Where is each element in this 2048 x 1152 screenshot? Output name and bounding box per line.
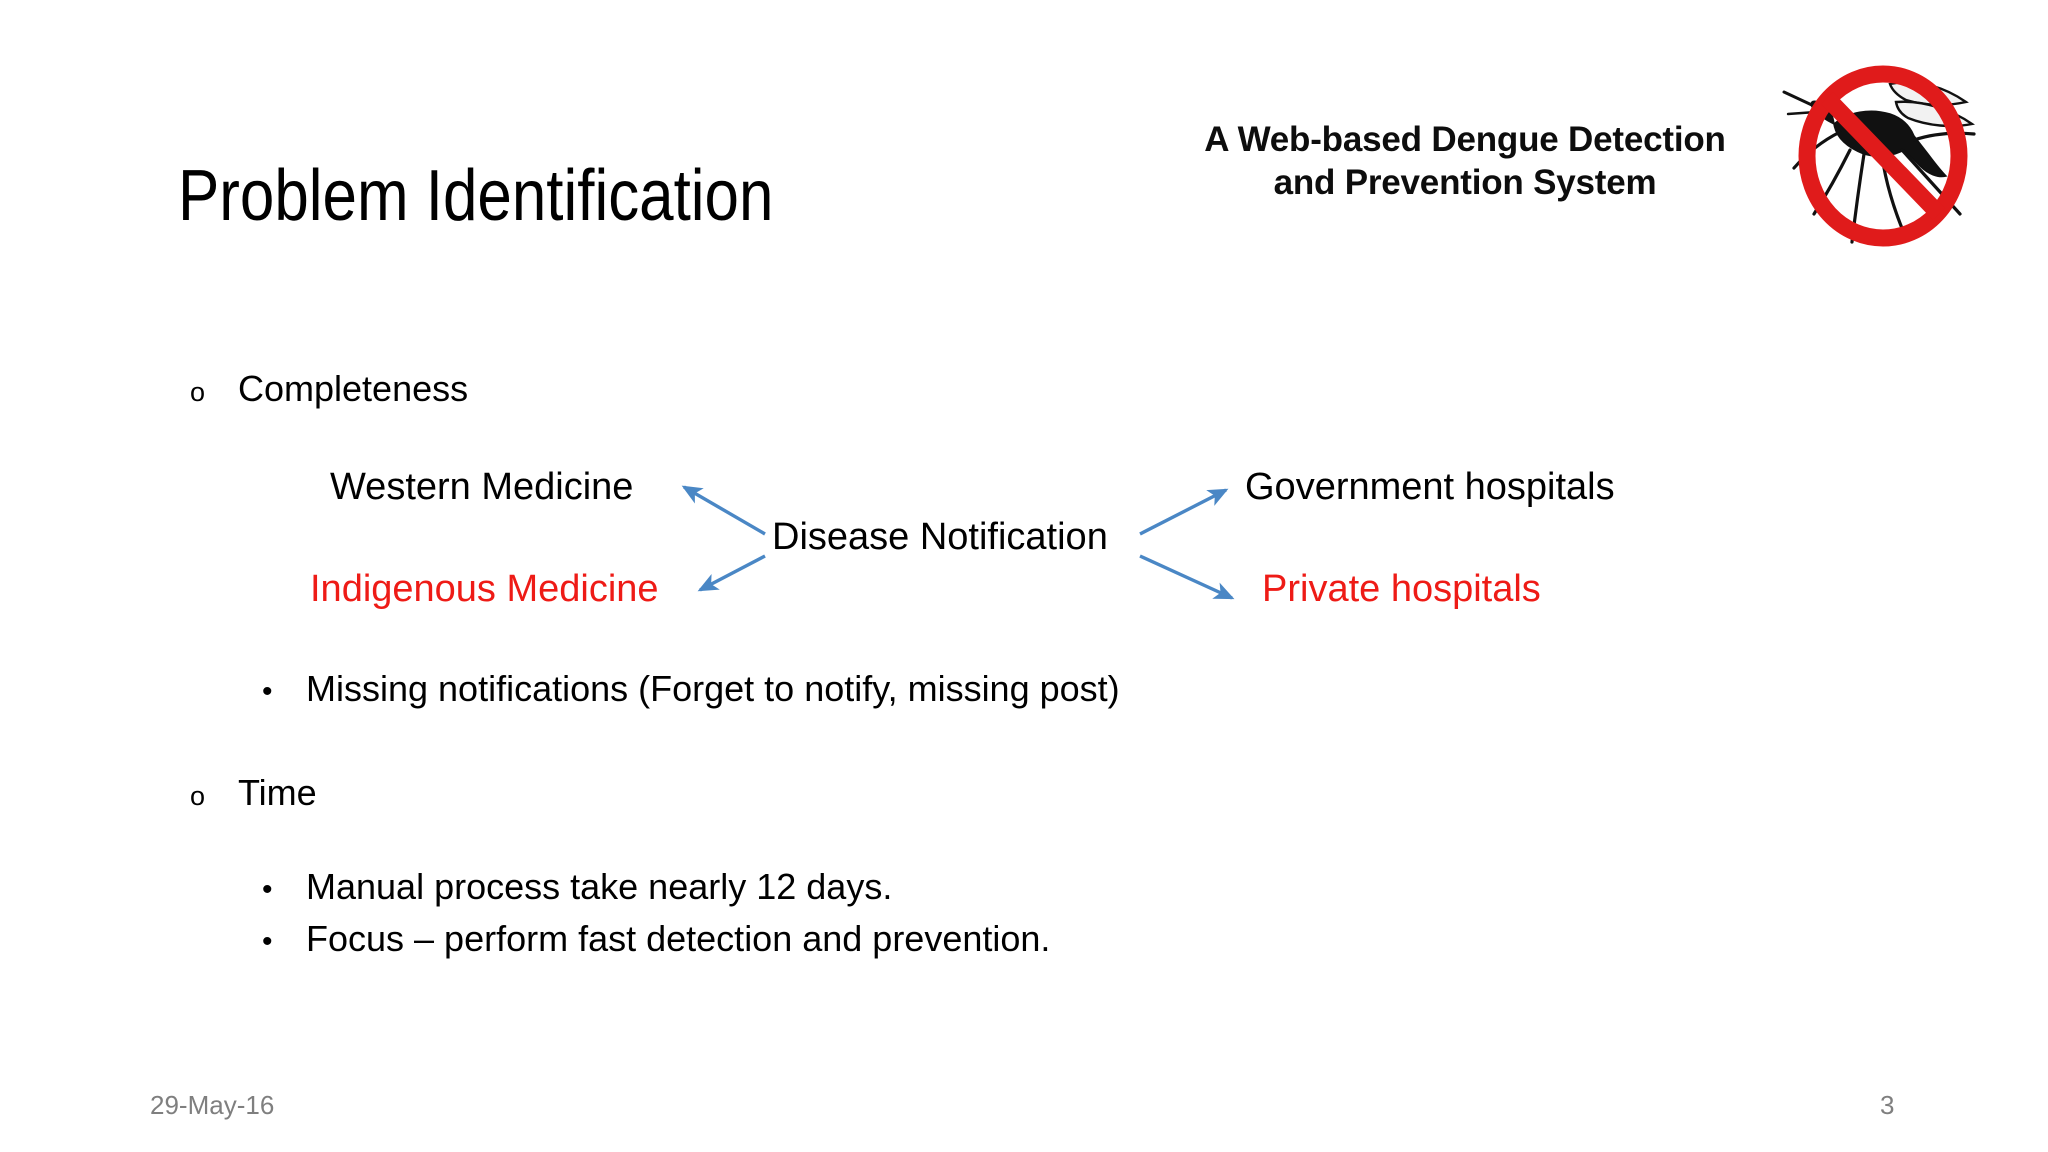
- bullet-label: Manual process take nearly 12 days.: [306, 866, 893, 907]
- presentation-header-title: A Web-based Dengue Detection and Prevent…: [1160, 118, 1770, 205]
- bullet-label: Missing notifications (Forget to notify,…: [306, 668, 1120, 709]
- no-mosquito-icon: [1778, 58, 1988, 254]
- diagram-node-government-hospitals: Government hospitals: [1245, 466, 1615, 508]
- diagram-node-western-medicine: Western Medicine: [330, 466, 634, 508]
- diagram-node-private-hospitals: Private hospitals: [1262, 568, 1541, 610]
- bullet-manual-process: • Manual process take nearly 12 days.: [262, 866, 892, 908]
- arrow-to-government-hospitals: [1139, 488, 1229, 536]
- bullet-dot-icon: •: [262, 675, 273, 708]
- bullet-dot-icon: •: [262, 925, 273, 958]
- header-title-line-1: A Web-based Dengue Detection: [1204, 120, 1726, 159]
- arrow-to-western-medicine: [681, 485, 766, 536]
- header-title-line-2: and Prevention System: [1273, 163, 1657, 203]
- hollow-bullet-marker: o: [190, 377, 206, 407]
- section-heading-completeness: o Completeness: [190, 368, 468, 410]
- arrow-to-indigenous-medicine: [697, 554, 766, 592]
- page-title: Problem Identification: [178, 156, 774, 236]
- section-heading-label: Time: [238, 772, 317, 813]
- bullet-missing-notifications: • Missing notifications (Forget to notify…: [262, 668, 1120, 710]
- hollow-bullet-marker: o: [190, 781, 206, 811]
- bullet-dot-icon: •: [262, 873, 273, 906]
- diagram-node-indigenous-medicine: Indigenous Medicine: [310, 568, 659, 610]
- bullet-focus: • Focus – perform fast detection and prev…: [262, 918, 1050, 960]
- diagram-node-disease-notification: Disease Notification: [772, 516, 1108, 558]
- section-heading-time: o Time: [190, 772, 317, 814]
- section-heading-label: Completeness: [238, 368, 469, 409]
- arrow-to-private-hospitals: [1139, 554, 1235, 600]
- bullet-label: Focus – perform fast detection and preve…: [306, 918, 1051, 959]
- footer-page-number: 3: [1880, 1090, 1895, 1120]
- footer-date: 29-May-16: [150, 1090, 275, 1120]
